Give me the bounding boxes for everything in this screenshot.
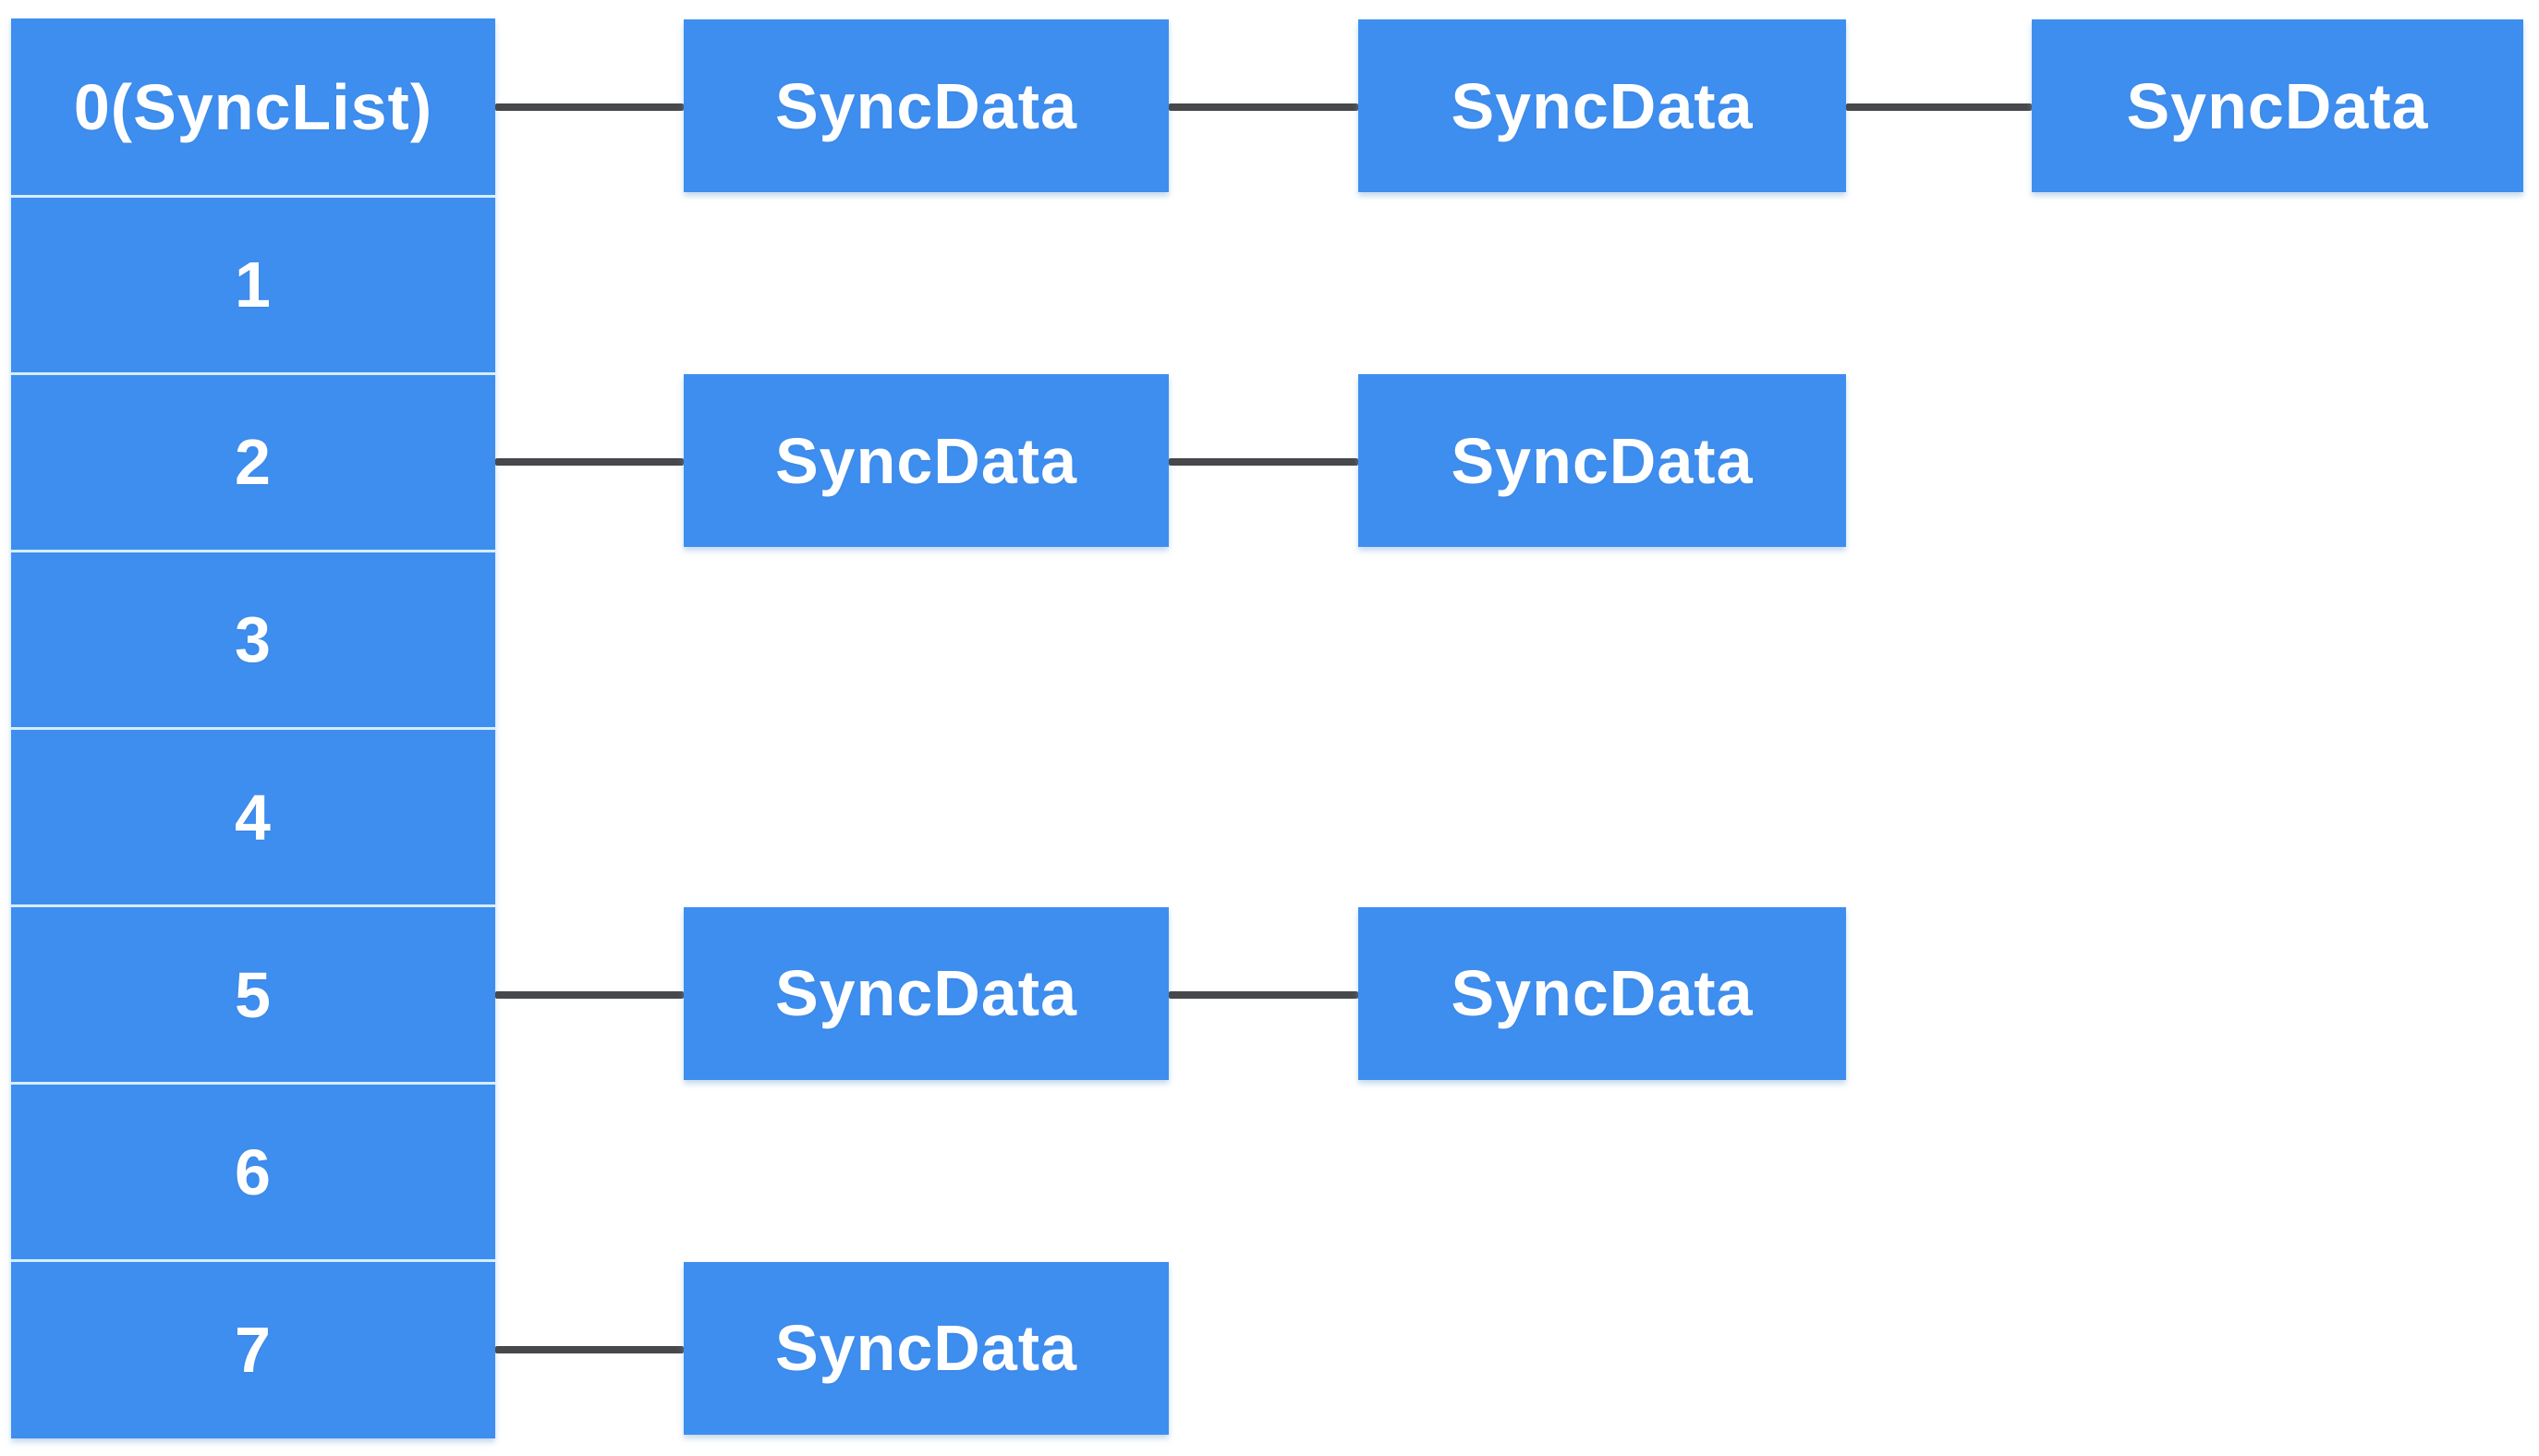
connector-line xyxy=(1169,990,1358,999)
syncdata-node-0-1: SyncData xyxy=(1358,19,1846,193)
bucket-label-7: 7 xyxy=(235,1313,272,1386)
syncdata-label: SyncData xyxy=(2126,69,2429,142)
syncdata-node-5-0: SyncData xyxy=(684,906,1169,1080)
bucket-cell-0: 0(SyncList) xyxy=(11,18,495,196)
row-divider xyxy=(11,371,495,375)
syncdata-node-5-1: SyncData xyxy=(1358,906,1846,1080)
connector-line xyxy=(495,1345,684,1353)
connector-line xyxy=(1169,458,1358,467)
syncdata-label: SyncData xyxy=(774,957,1078,1030)
bucket-label-4: 4 xyxy=(235,781,272,854)
syncdata-label: SyncData xyxy=(774,1312,1078,1385)
bucket-label-1: 1 xyxy=(235,249,272,322)
bucket-label-3: 3 xyxy=(235,603,272,676)
syncdata-label: SyncData xyxy=(1451,957,1754,1030)
row-divider xyxy=(11,1259,495,1263)
bucket-label-2: 2 xyxy=(235,426,272,499)
row-divider xyxy=(11,549,495,552)
row-divider xyxy=(11,904,495,908)
syncdata-node-0-0: SyncData xyxy=(684,19,1169,193)
bucket-cell-4: 4 xyxy=(11,729,495,906)
bucket-label-0: 0(SyncList) xyxy=(73,71,433,144)
connector-line xyxy=(495,990,684,999)
syncdata-label: SyncData xyxy=(1451,69,1754,142)
row-divider xyxy=(11,727,495,730)
bucket-cell-2: 2 xyxy=(11,373,495,551)
connector-line xyxy=(495,103,684,112)
connector-line xyxy=(1846,103,2032,112)
bucket-label-5: 5 xyxy=(235,958,272,1031)
syncdata-label: SyncData xyxy=(774,69,1078,142)
syncdata-label: SyncData xyxy=(774,424,1078,497)
row-divider xyxy=(11,1082,495,1086)
syncdata-node-7-0: SyncData xyxy=(684,1261,1169,1435)
bucket-cell-1: 1 xyxy=(11,196,495,373)
bucket-cell-7: 7 xyxy=(11,1261,495,1438)
syncdata-label: SyncData xyxy=(1451,424,1754,497)
connector-line xyxy=(495,458,684,467)
syncdata-node-0-2: SyncData xyxy=(2032,19,2523,193)
syncdata-node-2-1: SyncData xyxy=(1358,374,1846,548)
bucket-label-6: 6 xyxy=(235,1135,272,1208)
bucket-cell-6: 6 xyxy=(11,1084,495,1261)
syncdata-node-2-0: SyncData xyxy=(684,374,1169,548)
connector-line xyxy=(1169,103,1358,112)
bucket-array: 0(SyncList) 1 2 3 4 5 6 7 xyxy=(11,18,495,1438)
bucket-cell-3: 3 xyxy=(11,551,495,728)
row-divider xyxy=(11,194,495,198)
bucket-cell-5: 5 xyxy=(11,906,495,1084)
